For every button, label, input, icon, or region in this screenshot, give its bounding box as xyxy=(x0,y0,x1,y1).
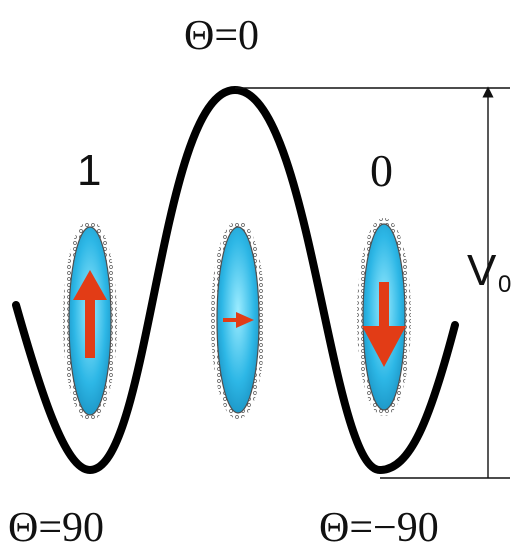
right-ellipse-border xyxy=(357,218,411,416)
theta-right-label: Θ=−90 xyxy=(319,505,439,551)
theta-left-label: Θ=90 xyxy=(8,505,104,551)
arrow-up-icon xyxy=(73,270,107,358)
right-spin-state xyxy=(357,218,411,416)
arrow-right-icon xyxy=(223,312,254,328)
middle-ellipse-border xyxy=(211,221,265,419)
potential-curve xyxy=(12,86,459,474)
state-left-label: 1 xyxy=(77,146,101,195)
middle-spin-state xyxy=(211,221,265,419)
arrow-down-icon xyxy=(362,282,406,367)
barrier-label-subscript: 0 xyxy=(498,271,511,298)
left-spin-state xyxy=(63,221,117,421)
theta-top-label: Θ=0 xyxy=(184,13,259,59)
barrier-label-main: V xyxy=(467,246,497,295)
state-right-label: 0 xyxy=(370,145,393,196)
left-ellipse-border xyxy=(63,221,117,421)
